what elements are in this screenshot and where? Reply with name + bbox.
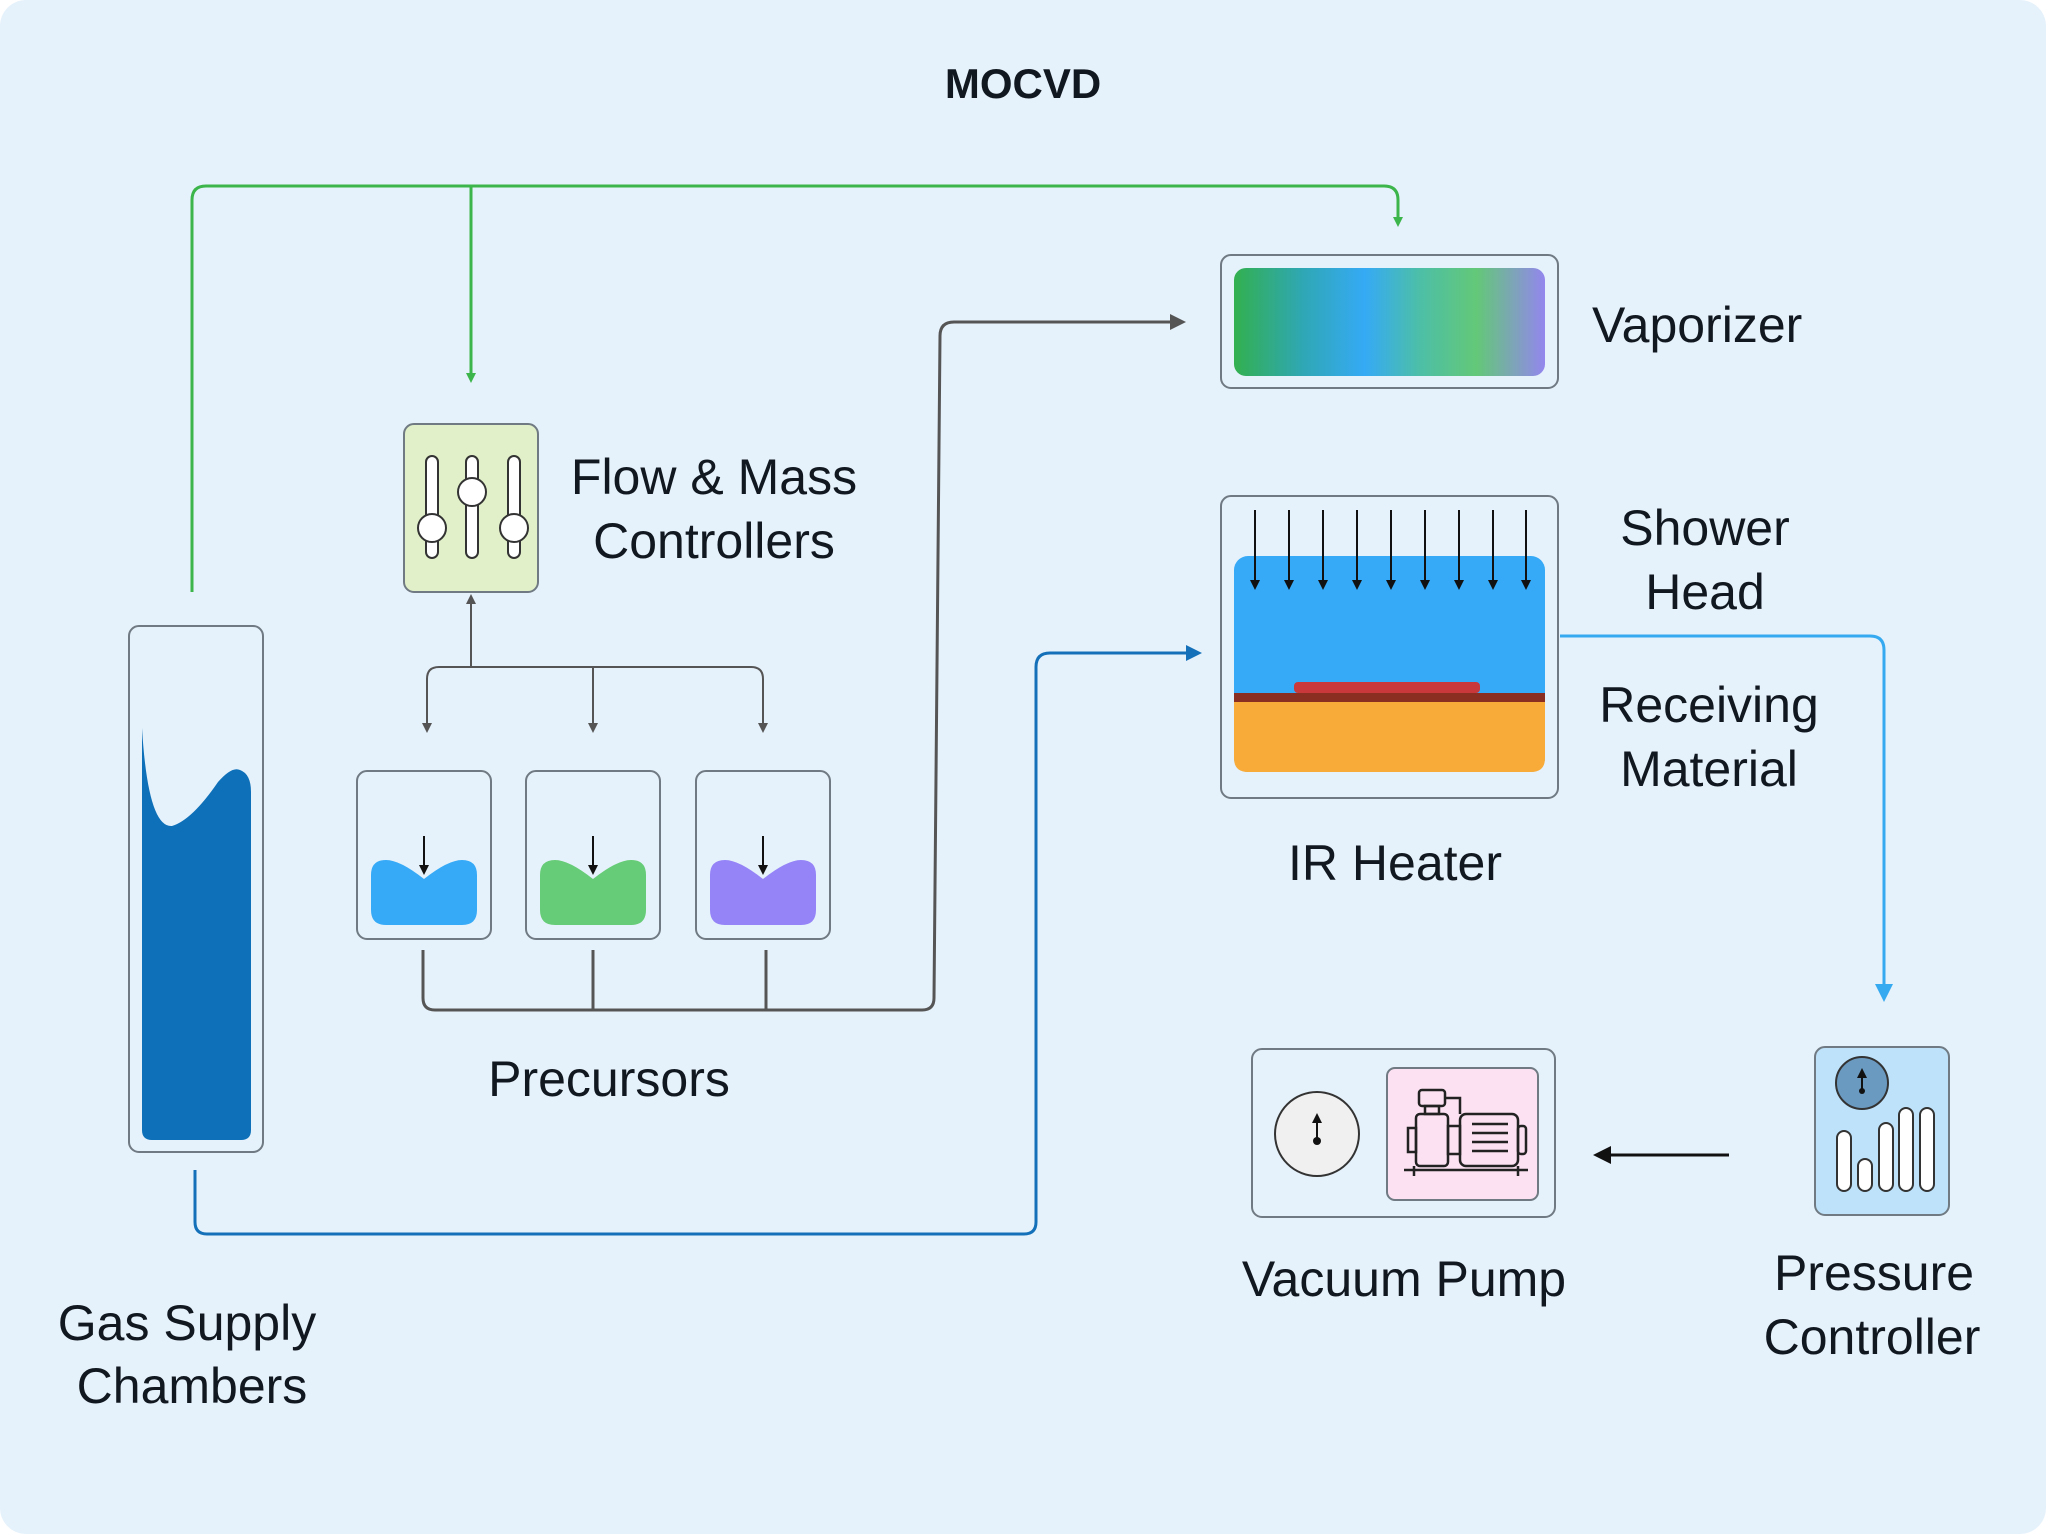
receiving-label-line2: Material bbox=[1620, 741, 1798, 797]
ir-heater-zone bbox=[1234, 702, 1545, 772]
pressure-label-line2: Controller bbox=[1764, 1309, 1981, 1365]
dial-gauge-icon bbox=[1274, 1091, 1360, 1177]
shower-arrows bbox=[1250, 510, 1531, 590]
precursor-container-1 bbox=[356, 770, 492, 940]
precursor-line-to-vaporizer bbox=[421, 314, 1186, 1012]
reaction-chamber bbox=[1220, 495, 1559, 799]
flow-mass-label-line2: Controllers bbox=[593, 513, 835, 569]
diagram-title: MOCVD bbox=[945, 60, 1101, 107]
gas-supply-label-line2: Chambers bbox=[77, 1358, 308, 1414]
shower-head-label-line1: Shower bbox=[1620, 500, 1790, 556]
flow-mass-label-line1: Flow & Mass bbox=[571, 449, 857, 505]
gas-supply-chamber bbox=[128, 625, 264, 1153]
pump-motor-icon bbox=[1404, 1088, 1528, 1176]
precursor-container-2 bbox=[525, 770, 661, 940]
slider-icon bbox=[417, 455, 529, 559]
vaporizer-label: Vaporizer bbox=[1592, 297, 1802, 353]
vacuum-pump bbox=[1251, 1048, 1556, 1218]
gas-line-to-vaporizer bbox=[190, 184, 1403, 592]
receiving-label-line1: Receiving bbox=[1599, 677, 1819, 733]
flow-mass-controllers bbox=[403, 423, 539, 593]
supply-line-to-heater bbox=[193, 645, 1202, 1236]
signal-bars-icon bbox=[1836, 1107, 1935, 1192]
vaporizer bbox=[1220, 254, 1559, 389]
exhaust-line bbox=[1560, 634, 1893, 1002]
precursors-label: Precursors bbox=[488, 1051, 730, 1107]
ir-heater-label: IR Heater bbox=[1288, 835, 1502, 891]
gas-supply-label-line1: Gas Supply bbox=[58, 1295, 316, 1351]
vacuum-pump-label: Vacuum Pump bbox=[1242, 1251, 1566, 1307]
dial-gauge-icon bbox=[1835, 1056, 1889, 1110]
precursor-manifold-top bbox=[422, 594, 768, 733]
precursor-container-3 bbox=[695, 770, 831, 940]
receiving-material-strip bbox=[1234, 693, 1545, 702]
pressure-controller bbox=[1814, 1046, 1950, 1216]
substrate bbox=[1294, 682, 1480, 693]
shower-head-label-line2: Head bbox=[1645, 564, 1765, 620]
pressure-label-line1: Pressure bbox=[1774, 1245, 1974, 1301]
